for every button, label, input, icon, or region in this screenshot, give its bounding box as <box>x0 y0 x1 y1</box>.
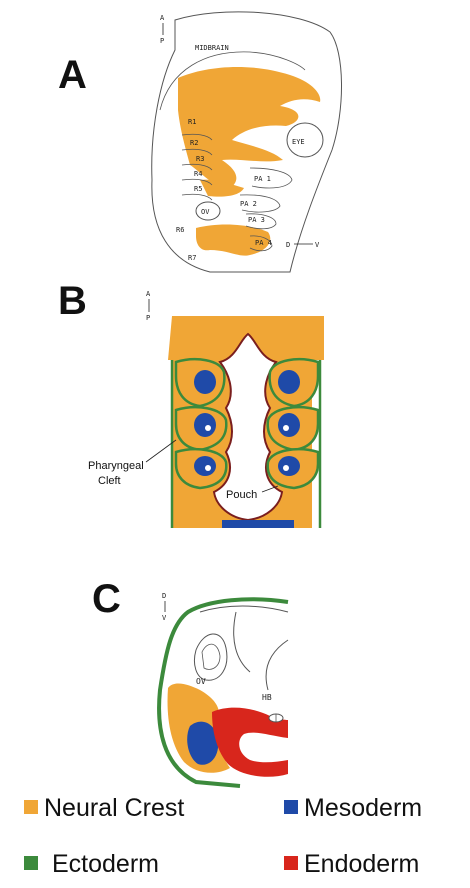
panel-a-axis-bottom: P <box>160 37 164 45</box>
panel-a-axis-top: A <box>160 14 165 22</box>
panel-b-ap-axis: A P <box>146 290 151 322</box>
panel-a-eye-label: EYE <box>292 138 305 146</box>
panel-b-mesoderm-core <box>278 456 300 476</box>
panel-c-axis-top: D <box>162 592 166 600</box>
panel-a-midbrain-label: MIDBRAIN <box>195 44 229 52</box>
panel-c-ov-label: OV <box>196 677 206 686</box>
panel-c-letter: C <box>92 577 121 621</box>
panel-a-r6: R6 <box>176 226 184 234</box>
legend-swatch-mesoderm <box>284 800 298 814</box>
panel-a-dv-right: V <box>315 241 320 249</box>
panel-b-pouch-label: Pouch <box>226 489 257 501</box>
panel-b-artery <box>205 425 211 431</box>
legend-label-ectoderm: Ectoderm <box>52 850 159 878</box>
panel-a-dv-left: D <box>286 241 290 249</box>
legend-swatch-ectoderm <box>24 856 38 870</box>
legend-swatch-neural-crest <box>24 800 38 814</box>
panel-a-r5: R5 <box>194 185 202 193</box>
legend-label-mesoderm: Mesoderm <box>304 794 422 822</box>
legend-label-neural-crest: Neural Crest <box>44 794 184 822</box>
panel-a-ap-axis: A P <box>160 14 165 45</box>
panel-a-r2: R2 <box>190 139 198 147</box>
panel-a-r7: R7 <box>188 254 196 262</box>
panel-a-pa3: PA 3 <box>248 216 265 224</box>
panel-a-pa1: PA 1 <box>254 175 271 183</box>
legend-item-neural-crest: Neural Crest <box>24 794 184 822</box>
panel-a: A A P MIDBRAIN EYE R1 R2 R3 R4 R5 <box>58 12 342 272</box>
panel-b-axis-top: A <box>146 290 151 298</box>
legend-item-mesoderm: Mesoderm <box>284 794 422 822</box>
panel-b-mesoderm-core <box>278 413 300 437</box>
legend-label-endoderm: Endoderm <box>304 850 419 878</box>
panel-a-letter: A <box>58 53 87 97</box>
panel-b-artery <box>283 425 289 431</box>
panel-b-cleft-label-line1: Pharyngeal <box>88 460 144 472</box>
panel-b: B A P <box>58 279 324 528</box>
legend-swatch-endoderm <box>284 856 298 870</box>
panel-a-r4: R4 <box>194 170 202 178</box>
panel-b-mesoderm-core <box>194 370 216 394</box>
panel-b-letter: B <box>58 279 87 323</box>
panel-b-mesoderm-core <box>278 370 300 394</box>
panel-a-crest-stream-2 <box>200 180 244 197</box>
panel-c: C D V OV HB <box>92 577 288 786</box>
legend-item-ectoderm: Ectoderm <box>24 850 159 878</box>
panel-a-ov-label: OV <box>201 208 210 216</box>
panel-a-dv-axis: D V <box>286 241 320 249</box>
panel-a-r1: R1 <box>188 118 196 126</box>
panel-b-axis-bottom: P <box>146 314 150 322</box>
panel-c-otic-inner <box>202 644 220 669</box>
panel-c-hb-label: HB <box>262 693 272 702</box>
panel-a-pa2: PA 2 <box>240 200 257 208</box>
panel-a-pa4: PA 4 <box>255 239 272 247</box>
panel-a-r3: R3 <box>196 155 204 163</box>
panel-b-posterior-mesoderm <box>222 520 294 528</box>
panel-b-mesoderm-core <box>194 456 216 476</box>
panel-b-mesoderm-core <box>194 413 216 437</box>
legend-item-endoderm: Endoderm <box>284 850 419 878</box>
panel-b-artery <box>283 465 289 471</box>
panel-c-dv-axis: D V <box>162 592 167 622</box>
legend: Neural Crest Mesoderm Ectoderm Endoderm <box>24 794 422 878</box>
panel-c-axis-bottom: V <box>162 614 167 622</box>
panel-b-artery <box>205 465 211 471</box>
panel-b-cleft-label-line2: Cleft <box>98 475 121 487</box>
